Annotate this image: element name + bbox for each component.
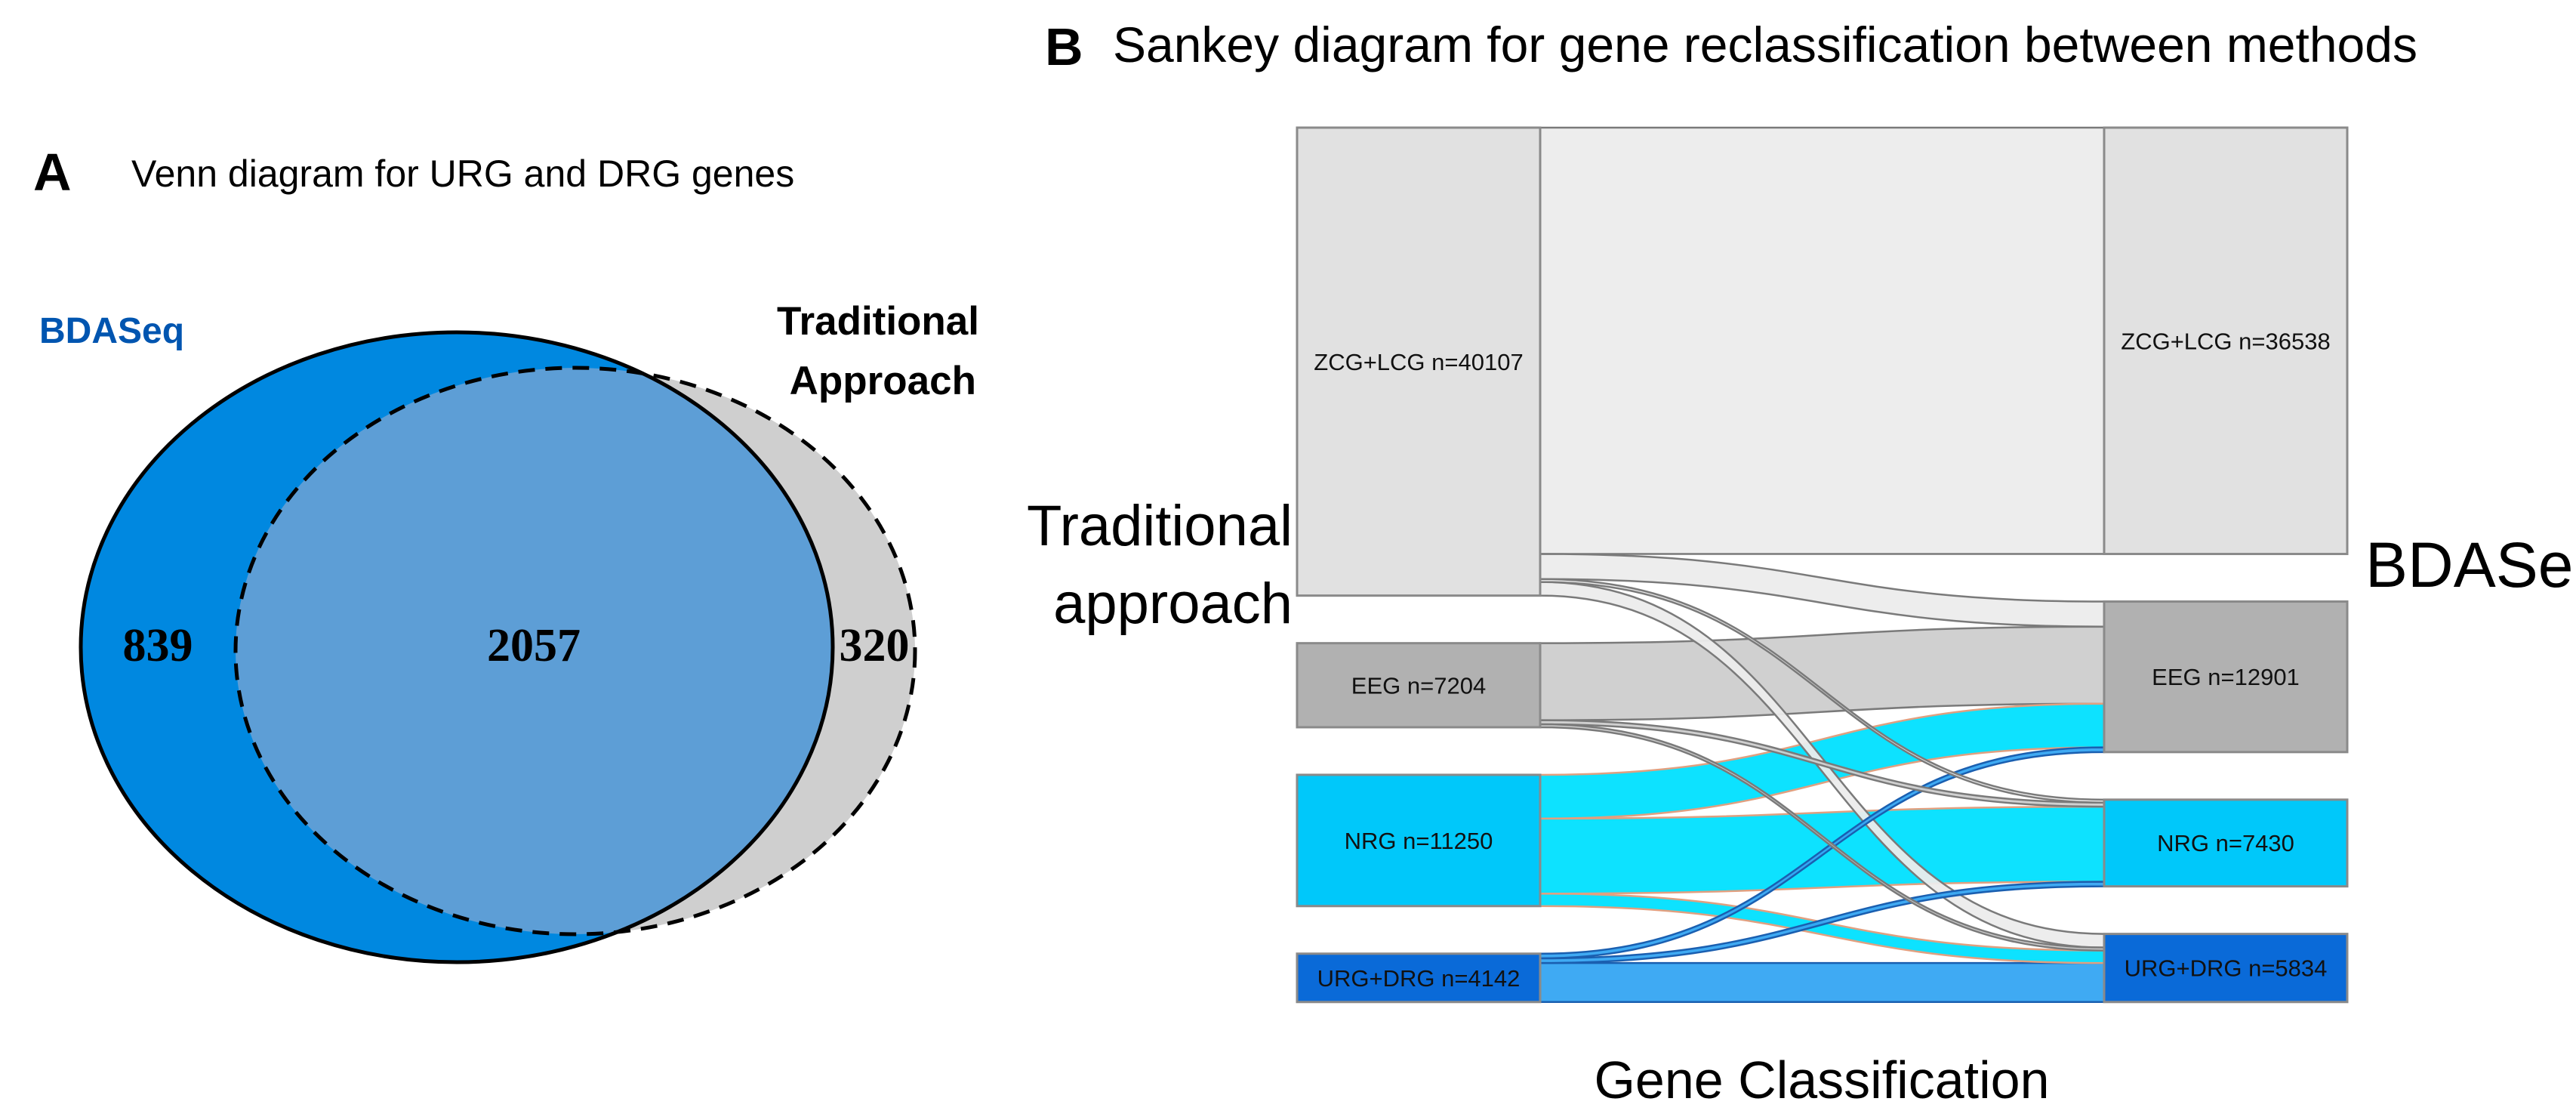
sankey-flows [1539, 126, 2106, 1004]
left-node-nrg [1296, 773, 1542, 908]
venn-count-traditional-only: 320 [840, 620, 910, 671]
left-node-label: ZCG+LCG n=40107 [1314, 349, 1523, 375]
venn-count-overlap: 2057 [487, 620, 581, 671]
panel-a-letter: A [33, 143, 72, 202]
venn-bdaseq-outline [79, 330, 835, 964]
right-axis-label: BDASeq [2365, 529, 2576, 600]
left-node-zcg-lcg [1296, 126, 1542, 597]
sankey-flow-urg-drg-to-urg-drg [1539, 961, 2106, 1004]
left-node-eeg [1296, 642, 1542, 729]
left-axis-label-line2: approach [1053, 572, 1293, 636]
x-axis-label: Gene Classification [1594, 1051, 2049, 1109]
sankey-flow-zcg-lcg-to-zcg-lcg [1539, 126, 2106, 555]
left-axis-label-line1: Traditional [1027, 494, 1293, 558]
panel-b-letter: B [1045, 17, 1083, 76]
right-node-label: EEG n=12901 [2152, 664, 2300, 690]
venn-overlap-region [236, 368, 833, 934]
left-node-label: URG+DRG n=4142 [1317, 965, 1521, 992]
sankey-title: Sankey diagram for gene reclassification… [1113, 17, 2417, 73]
right-node-label: ZCG+LCG n=36538 [2121, 328, 2330, 354]
venn-traditional-label-line1: Traditional [777, 299, 979, 344]
right-node-zcg-lcg [2103, 126, 2349, 556]
venn-count-bdaseq-only: 839 [123, 620, 193, 671]
venn-bdaseq-label: BDASeq [39, 311, 184, 351]
sankey-panel: B Sankey diagram for gene reclassificati… [1027, 17, 2576, 1109]
venn-traditional-label-line2: Approach [790, 359, 976, 403]
venn-traditional-outline [233, 366, 917, 936]
left-node-urg-drg [1296, 952, 1542, 1004]
right-node-nrg [2103, 798, 2349, 888]
right-node-label: URG+DRG n=5834 [2125, 955, 2328, 982]
right-node-urg-drg [2103, 933, 2349, 1004]
venn-title: Venn diagram for URG and DRG genes [131, 153, 794, 195]
left-node-label: NRG n=11250 [1345, 828, 1493, 854]
right-node-eeg [2103, 600, 2349, 754]
venn-panel: A Venn diagram for URG and DRG genes BDA… [33, 143, 979, 964]
right-node-label: NRG n=7430 [2157, 830, 2294, 856]
left-node-label: EEG n=7204 [1351, 672, 1486, 699]
